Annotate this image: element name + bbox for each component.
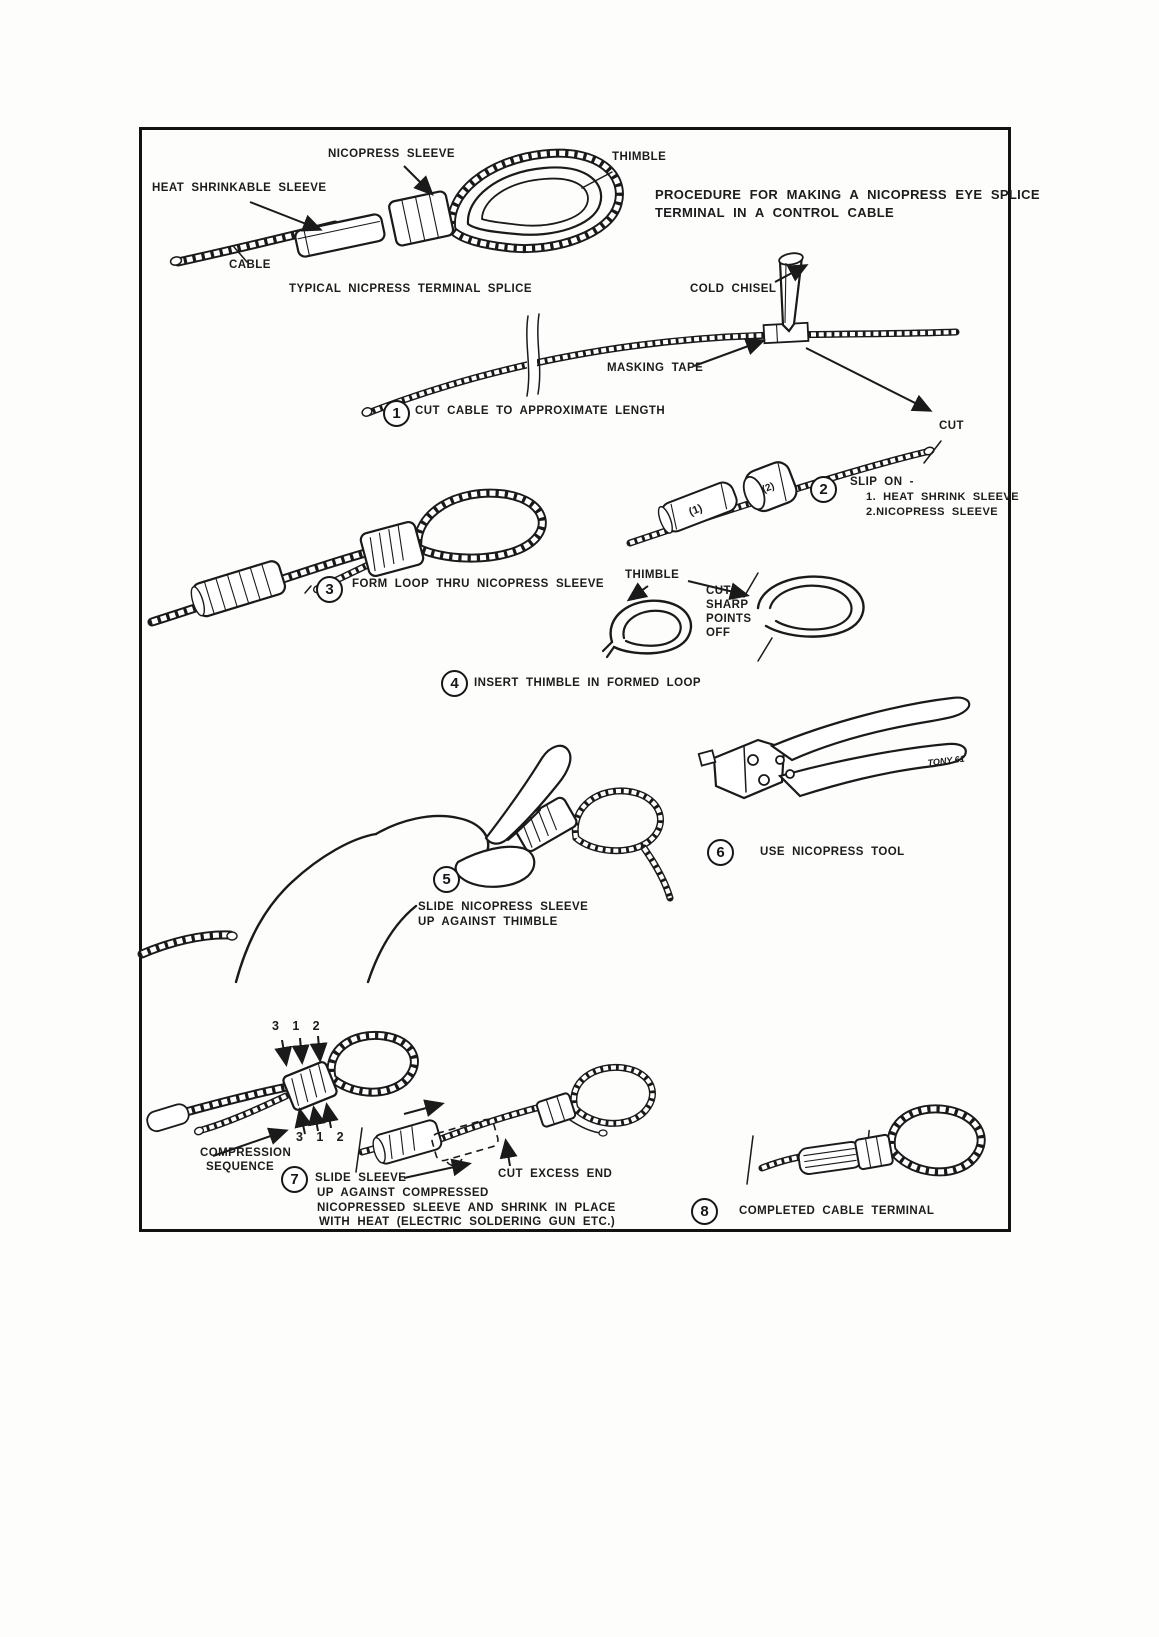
label-masking-tape: MASKING TAPE — [607, 362, 704, 374]
label-cut-sharp-1: CUT — [706, 585, 731, 597]
step-3-text: FORM LOOP THRU NICOPRESS SLEEVE — [352, 578, 605, 590]
step-1-text: CUT CABLE TO APPROXIMATE LENGTH — [415, 405, 666, 417]
label-heat-shrinkable-sleeve: HEAT SHRINKABLE SLEEVE — [152, 182, 327, 194]
step-3-marker: 3 — [316, 576, 343, 603]
step-6-number: 6 — [716, 844, 725, 861]
step-7-marker: 7 — [281, 1166, 308, 1193]
step-5-marker: 5 — [433, 866, 460, 893]
label-thimble-top: THIMBLE — [612, 151, 667, 163]
step-7-text-line1: SLIDE SLEEVE — [315, 1172, 407, 1184]
step-1-marker: 1 — [383, 400, 410, 427]
label-compression: COMPRESSION — [200, 1147, 292, 1159]
step-6-text: USE NICOPRESS TOOL — [760, 846, 905, 858]
step-3-number: 3 — [325, 581, 334, 598]
step-2-number: 2 — [819, 481, 828, 498]
step-7-text-line4: WITH HEAT (ELECTRIC SOLDERING GUN ETC.) — [319, 1216, 616, 1228]
step-7-text-line3: NICOPRESSED SLEEVE AND SHRINK IN PLACE — [317, 1202, 616, 1214]
step-8-text: COMPLETED CABLE TERMINAL — [739, 1205, 935, 1217]
step-2-text-line2: 1. HEAT SHRINK SLEEVE — [866, 491, 1019, 503]
diagram-border-frame — [139, 127, 1011, 1232]
step-4-number: 4 — [450, 675, 459, 692]
step-2-text-line1: SLIP ON - — [850, 476, 914, 488]
caption-typical-splice: TYPICAL NICPRESS TERMINAL SPLICE — [289, 283, 533, 295]
label-sequence-top: 3 1 2 — [272, 1019, 321, 1033]
step-4-marker: 4 — [441, 670, 468, 697]
step-4-text: INSERT THIMBLE IN FORMED LOOP — [474, 677, 702, 689]
label-cut-sharp-2: SHARP — [706, 599, 749, 611]
step-7-text-line2: UP AGAINST COMPRESSED — [317, 1187, 489, 1199]
step-8-number: 8 — [700, 1203, 709, 1220]
label-cut: CUT — [939, 420, 964, 432]
label-cut-sharp-4: OFF — [706, 627, 731, 639]
step-5-text-line2: UP AGAINST THIMBLE — [418, 916, 558, 928]
label-thimble-mid: THIMBLE — [625, 569, 680, 581]
step-6-marker: 6 — [707, 839, 734, 866]
label-cut-excess-end: CUT EXCESS END — [498, 1168, 613, 1180]
label-cold-chisel: COLD CHISEL — [690, 283, 777, 295]
page-title-line1: PROCEDURE FOR MAKING A NICOPRESS EYE SPL… — [655, 187, 1040, 202]
label-nicopress-sleeve: NICOPRESS SLEEVE — [328, 148, 456, 160]
step-7-number: 7 — [290, 1171, 299, 1188]
label-cut-sharp-3: POINTS — [706, 613, 752, 625]
page-title-line2: TERMINAL IN A CONTROL CABLE — [655, 205, 895, 220]
label-cable: CABLE — [229, 259, 271, 271]
step-5-text-line1: SLIDE NICOPRESS SLEEVE — [418, 901, 589, 913]
label-sequence-bottom: 3 1 2 — [296, 1130, 345, 1144]
step-8-marker: 8 — [691, 1198, 718, 1225]
step-1-number: 1 — [392, 405, 401, 422]
step-2-text-line3: 2.NICOPRESS SLEEVE — [866, 506, 999, 518]
step-5-number: 5 — [442, 871, 451, 888]
label-sequence: SEQUENCE — [206, 1161, 275, 1173]
step-2-marker: 2 — [810, 476, 837, 503]
